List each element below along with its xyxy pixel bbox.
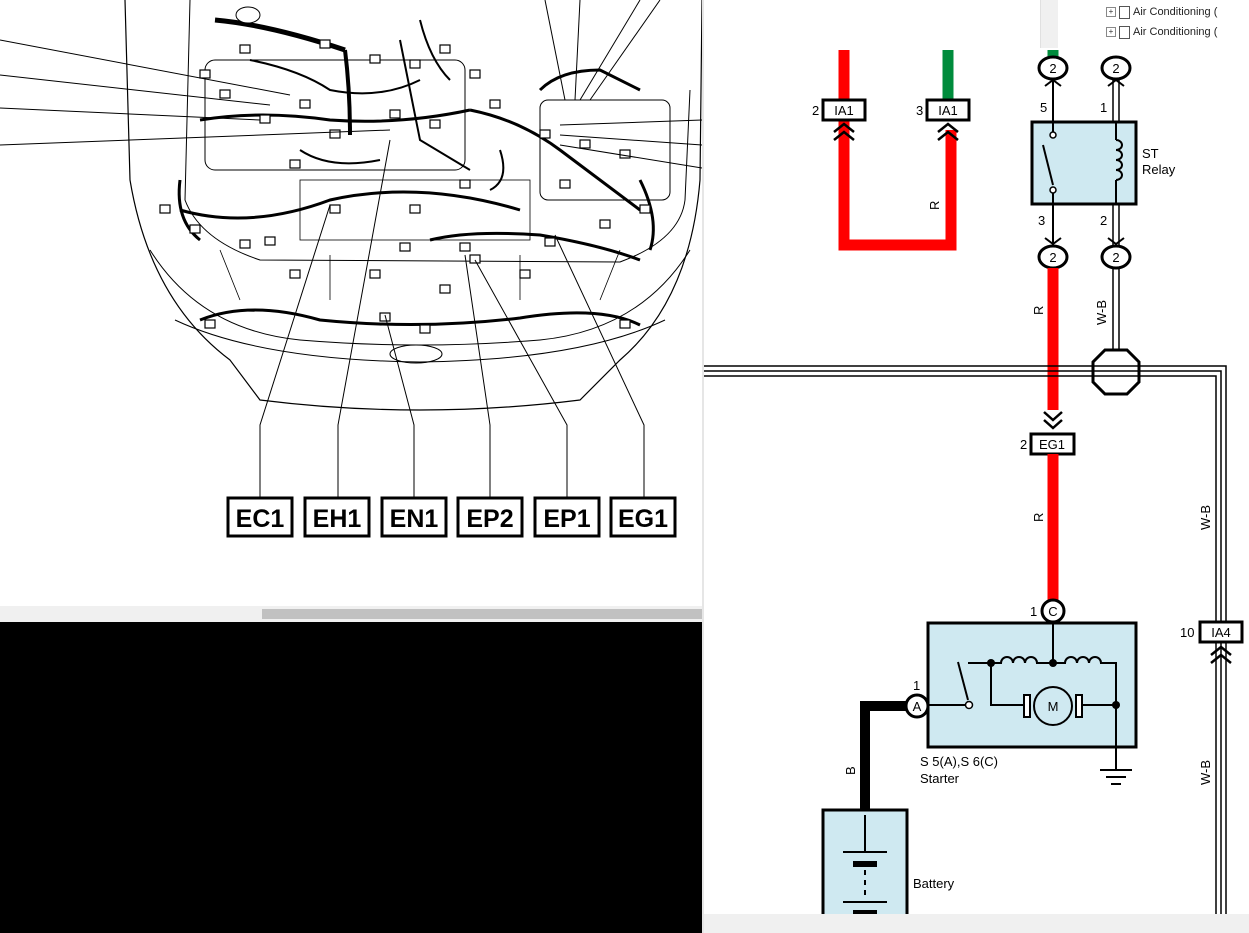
- starter-terminal-a: A: [913, 699, 922, 714]
- navigation-tree: + Air Conditioning ( + Air Conditioning …: [1058, 0, 1249, 48]
- ia1-right-label: IA1: [938, 103, 958, 118]
- tree-item[interactable]: + Air Conditioning (: [1106, 3, 1217, 21]
- horizontal-scrollbar-thumb[interactable]: [262, 609, 702, 619]
- pane-divider[interactable]: [702, 0, 704, 933]
- wire-wb-lower-label: W-B: [1198, 760, 1213, 785]
- starter-label-line2: Starter: [920, 771, 960, 786]
- relay-name-line1: ST: [1142, 146, 1159, 161]
- tree-item-label: Air Conditioning (: [1133, 6, 1218, 18]
- relay-pin-2: 2: [1100, 213, 1107, 228]
- black-panel: [0, 622, 702, 933]
- wire-wb-upper-label: W-B: [1094, 300, 1109, 325]
- vertical-scrollbar[interactable]: [1040, 0, 1059, 48]
- connector-label-ep1: EP1: [543, 505, 590, 533]
- circle-label-3: 2: [1049, 250, 1056, 265]
- starter-label-line1: S 5(A),S 6(C): [920, 754, 998, 769]
- circle-label-1: 2: [1049, 61, 1056, 76]
- connector-label-eh1: EH1: [313, 505, 362, 533]
- relay-pin-3: 3: [1038, 213, 1045, 228]
- ia1-right-pin: 3: [916, 103, 923, 118]
- connector-ia4: 10 IA4: [1180, 620, 1244, 664]
- document-icon: [1119, 5, 1130, 19]
- document-icon: [1119, 25, 1130, 39]
- wiring-diagram-pane: 2 IA1 3 IA1 R 2 2 5 1: [704, 0, 1249, 933]
- ia1-wire-color-label: R: [927, 201, 942, 210]
- starter: 1 C M 1 A S 5(A),S 6(C): [904, 598, 1138, 786]
- relay-pin-5: 5: [1040, 100, 1047, 115]
- ia1-left-label: IA1: [834, 103, 854, 118]
- starter-pin-c-number: 1: [1030, 604, 1037, 619]
- expand-icon[interactable]: +: [1106, 7, 1116, 17]
- circle-label-2: 2: [1112, 61, 1119, 76]
- st-relay: 5 1 ST Relay 3 2: [1030, 100, 1176, 228]
- ia4-label: IA4: [1211, 625, 1231, 640]
- right-pane-bottom-scrollbar[interactable]: [704, 914, 1249, 933]
- connector-ia1-left: 2 IA1: [812, 98, 867, 141]
- battery: Battery: [821, 808, 955, 933]
- relay-name-line2: Relay: [1142, 162, 1176, 177]
- relay-pin-1: 1: [1100, 100, 1107, 115]
- tree-item[interactable]: + Air Conditioning (: [1106, 23, 1217, 41]
- connector-label-ep2: EP2: [466, 505, 513, 533]
- expand-icon[interactable]: +: [1106, 27, 1116, 37]
- engine-harness-illustration: EC1 EH1 EN1 EP2 EP1 EG1: [0, 0, 702, 538]
- wire-b-label: B: [843, 766, 858, 775]
- motor-symbol-label: M: [1048, 699, 1059, 714]
- eg1-label: EG1: [1039, 437, 1065, 452]
- starter-terminal-c: C: [1048, 604, 1057, 619]
- wire-wb-right-label: W-B: [1198, 505, 1213, 530]
- battery-label: Battery: [913, 876, 955, 891]
- wire-r-lower-label: R: [1031, 513, 1046, 522]
- connector-eg1: 2 EG1: [1020, 411, 1076, 456]
- connector-ia1-right: 3 IA1: [916, 98, 971, 141]
- horizontal-scrollbar[interactable]: [0, 606, 702, 622]
- engine-layout-pane: EC1 EH1 EN1 EP2 EP1 EG1: [0, 0, 702, 622]
- starting-system-wiring-diagram: 2 IA1 3 IA1 R 2 2 5 1: [704, 50, 1244, 933]
- connector-label-list: EC1 EH1 EN1 EP2 EP1 EG1: [226, 496, 677, 538]
- connector-label-ec1: EC1: [236, 505, 285, 533]
- ia4-pin: 10: [1180, 625, 1194, 640]
- eg1-pin: 2: [1020, 437, 1027, 452]
- ia1-left-pin: 2: [812, 103, 819, 118]
- wire-r-upper-label: R: [1031, 306, 1046, 315]
- connector-label-en1: EN1: [390, 505, 439, 533]
- starter-pin-a-number: 1: [913, 678, 920, 693]
- circle-label-4: 2: [1112, 250, 1119, 265]
- tree-item-label: Air Conditioning (: [1133, 26, 1218, 38]
- connector-label-eg1: EG1: [618, 505, 668, 533]
